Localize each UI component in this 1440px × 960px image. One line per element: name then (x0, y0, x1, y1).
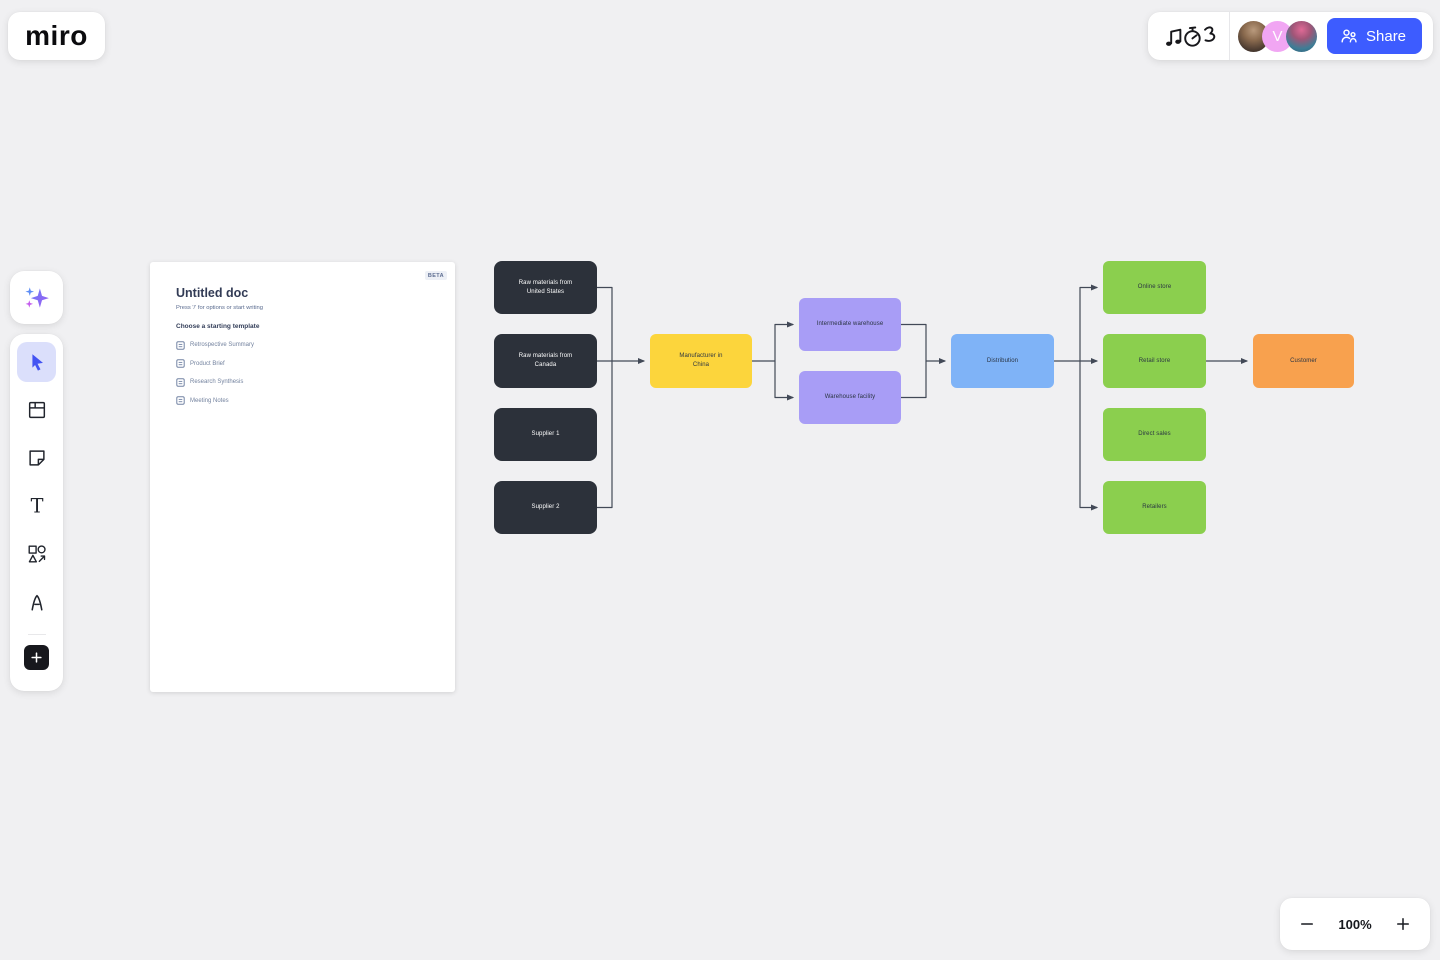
flowchart-node-retail-store[interactable]: Retail store (1103, 334, 1206, 388)
flowchart-node-label: Direct sales (1138, 431, 1171, 438)
plus-icon (1397, 918, 1409, 930)
add-more-tools-button[interactable] (24, 645, 49, 670)
flowchart-node-manufacturer[interactable]: Manufacturer in China (650, 334, 752, 388)
templates-heading: Choose a starting template (176, 323, 260, 330)
template-list: Retrospective Summary Product Brief Rese… (176, 336, 429, 410)
sticky-note-icon (28, 450, 45, 466)
flowchart-node-raw-us[interactable]: Raw materials from United States (494, 261, 597, 314)
avatar-3[interactable] (1286, 20, 1317, 52)
template-item[interactable]: Meeting Notes (176, 392, 429, 411)
tool-palette: T (10, 334, 63, 691)
pen-tool[interactable] (17, 582, 56, 622)
template-item-label: Product Brief (190, 360, 225, 367)
template-item-label: Meeting Notes (190, 397, 229, 404)
doc-hint: Press '/' for options or start writing (176, 305, 263, 311)
frames-tool[interactable] (17, 390, 56, 430)
flowchart-node-warehouse-facility[interactable]: Warehouse facility (799, 371, 901, 424)
flowchart-node-label: Customer (1290, 357, 1317, 364)
flowchart-node-raw-canada[interactable]: Raw materials from Canada (494, 334, 597, 388)
document-icon (176, 396, 185, 405)
flowchart-node-label: Retail store (1138, 357, 1171, 364)
doc-panel[interactable]: BETA Untitled doc Press '/' for options … (150, 262, 455, 692)
zoom-out-button[interactable] (1294, 911, 1320, 937)
zoom-controls: 100% (1280, 898, 1430, 950)
flowchart-node-online-store[interactable]: Online store (1103, 261, 1206, 314)
facilitation-doodle-icons[interactable] (1162, 20, 1220, 52)
flowchart-node-label: Manufacturer in China (679, 353, 723, 368)
share-label: Share (1366, 27, 1407, 45)
flowchart-node-supplier-2[interactable]: Supplier 2 (494, 481, 597, 534)
ai-assist-button[interactable] (10, 271, 63, 324)
document-icon (176, 359, 185, 368)
flowchart-node-label: Raw materials from Canada (518, 353, 573, 368)
flowchart-node-label: Intermediate warehouse (816, 321, 884, 328)
text-tool[interactable]: T (17, 486, 56, 526)
minus-icon (1301, 923, 1313, 925)
flowchart-node-label: Online store (1137, 284, 1172, 291)
flowchart-node-label: Retailers (1142, 504, 1167, 511)
flowchart-node-direct-sales[interactable]: Direct sales (1103, 408, 1206, 461)
flowchart-node-label: Distribution (986, 357, 1019, 364)
doc-title[interactable]: Untitled doc (176, 286, 249, 300)
zoom-in-button[interactable] (1390, 911, 1416, 937)
template-item-label: Research Synthesis (190, 379, 244, 386)
flowchart-node-customer[interactable]: Customer (1253, 334, 1354, 388)
topbar-divider (1229, 12, 1230, 60)
flowchart-node-distribution[interactable]: Distribution (951, 334, 1054, 388)
frames-icon (28, 401, 45, 419)
flowchart-node-label: Warehouse facility (824, 394, 876, 401)
beta-badge: BETA (424, 271, 447, 280)
avatar-2[interactable]: V (1262, 20, 1293, 52)
shapes-icon (28, 545, 46, 563)
template-item[interactable]: Retrospective Summary (176, 336, 429, 355)
template-item-label: Retrospective Summary (190, 342, 255, 349)
sticky-note-tool[interactable] (17, 438, 56, 478)
miro-logo-text: miro (25, 20, 88, 51)
document-icon (176, 378, 185, 387)
miro-logo[interactable]: miro (8, 12, 105, 60)
flowchart-node-label: Supplier 2 (531, 504, 560, 511)
toolbar-divider (27, 634, 46, 635)
collaborator-avatars: V (1238, 20, 1317, 52)
template-item[interactable]: Research Synthesis (176, 373, 429, 392)
text-icon: T (30, 495, 43, 517)
music-note-icon (1166, 28, 1182, 46)
template-item[interactable]: Product Brief (176, 355, 429, 374)
svg-text:T: T (30, 495, 43, 517)
shapes-tool[interactable] (17, 534, 56, 574)
flowchart-node-label: Raw materials from United States (518, 279, 573, 295)
select-tool[interactable] (17, 342, 56, 382)
flowchart-node-label: Supplier 1 (531, 431, 560, 438)
pen-icon (30, 594, 43, 611)
flowchart-node-supplier-1[interactable]: Supplier 1 (494, 408, 597, 461)
sparkles-icon (25, 287, 49, 308)
plus-icon (31, 652, 42, 663)
cursor-icon (31, 354, 43, 371)
flowchart-node-intermediate-warehouse[interactable]: Intermediate warehouse (799, 298, 901, 351)
flowchart-node-retailers[interactable]: Retailers (1103, 481, 1206, 534)
topbar-right: V Share (1148, 12, 1433, 60)
zoom-level[interactable]: 100% (1338, 916, 1372, 932)
share-button[interactable]: Share (1327, 18, 1423, 54)
share-people-icon (1339, 26, 1359, 46)
document-icon (176, 341, 185, 350)
stopwatch-icon (1184, 26, 1201, 47)
three-doodle-icon (1204, 26, 1216, 42)
